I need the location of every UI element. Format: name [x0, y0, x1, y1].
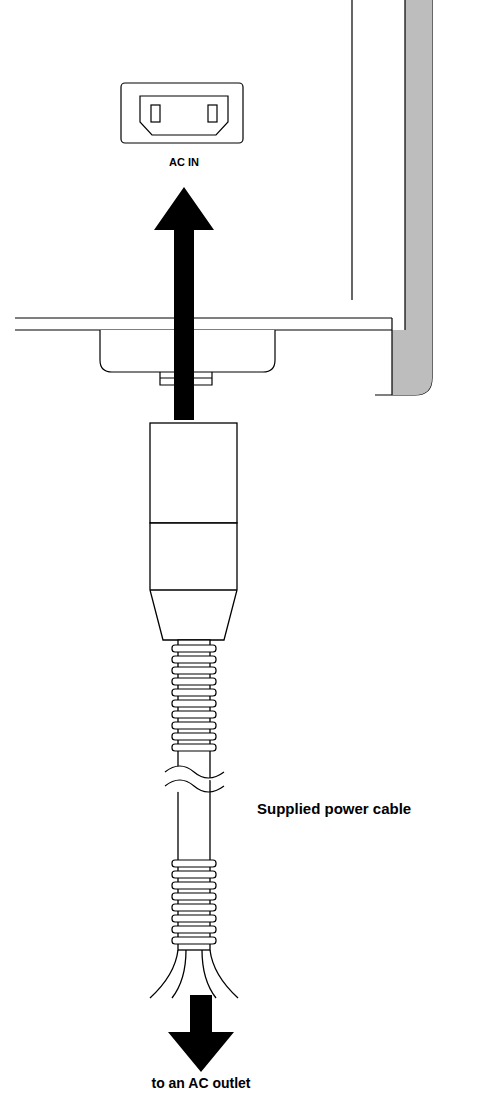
panel-edge — [404, 0, 405, 330]
strain-relief-rib — [172, 915, 216, 922]
strain-relief-rib — [172, 733, 216, 740]
insert-arrow — [154, 187, 214, 420]
strain-relief-rib — [172, 711, 216, 718]
strain-relief-rib — [172, 667, 216, 674]
strain-relief-rib — [172, 645, 216, 652]
outlet-label: to an AC outlet — [151, 1075, 250, 1091]
strain-relief-rib — [172, 926, 216, 933]
plug-line — [150, 589, 237, 590]
strain-relief-rib — [172, 904, 216, 911]
strain-relief-rib — [172, 871, 216, 878]
inlet-label: AC IN — [169, 156, 199, 168]
cable-label: Supplied power cable — [257, 800, 411, 817]
strain-relief-rib — [172, 656, 216, 663]
strain-relief-rib — [172, 689, 216, 696]
plug-grip — [150, 523, 237, 640]
strain-relief-rib — [172, 700, 216, 707]
strain-relief-rib — [172, 860, 216, 867]
plug-body — [150, 423, 237, 523]
inlet-pin — [208, 105, 217, 122]
cable-break-gap — [165, 766, 224, 792]
ac-inlet — [121, 83, 243, 143]
inlet-socket — [140, 96, 228, 135]
strain-relief-rib — [172, 893, 216, 900]
strain-relief-rib — [172, 722, 216, 729]
strain-relief-rib — [172, 882, 216, 889]
cable-end — [150, 950, 238, 998]
strain-relief-rib — [172, 678, 216, 685]
device-base — [15, 318, 392, 395]
outlet-arrow — [168, 995, 234, 1072]
strain-relief-rib — [172, 937, 216, 944]
strain-relief-rib — [172, 744, 216, 751]
inlet-pin — [151, 105, 160, 122]
cable-break — [165, 766, 224, 792]
panel-side — [392, 0, 432, 395]
